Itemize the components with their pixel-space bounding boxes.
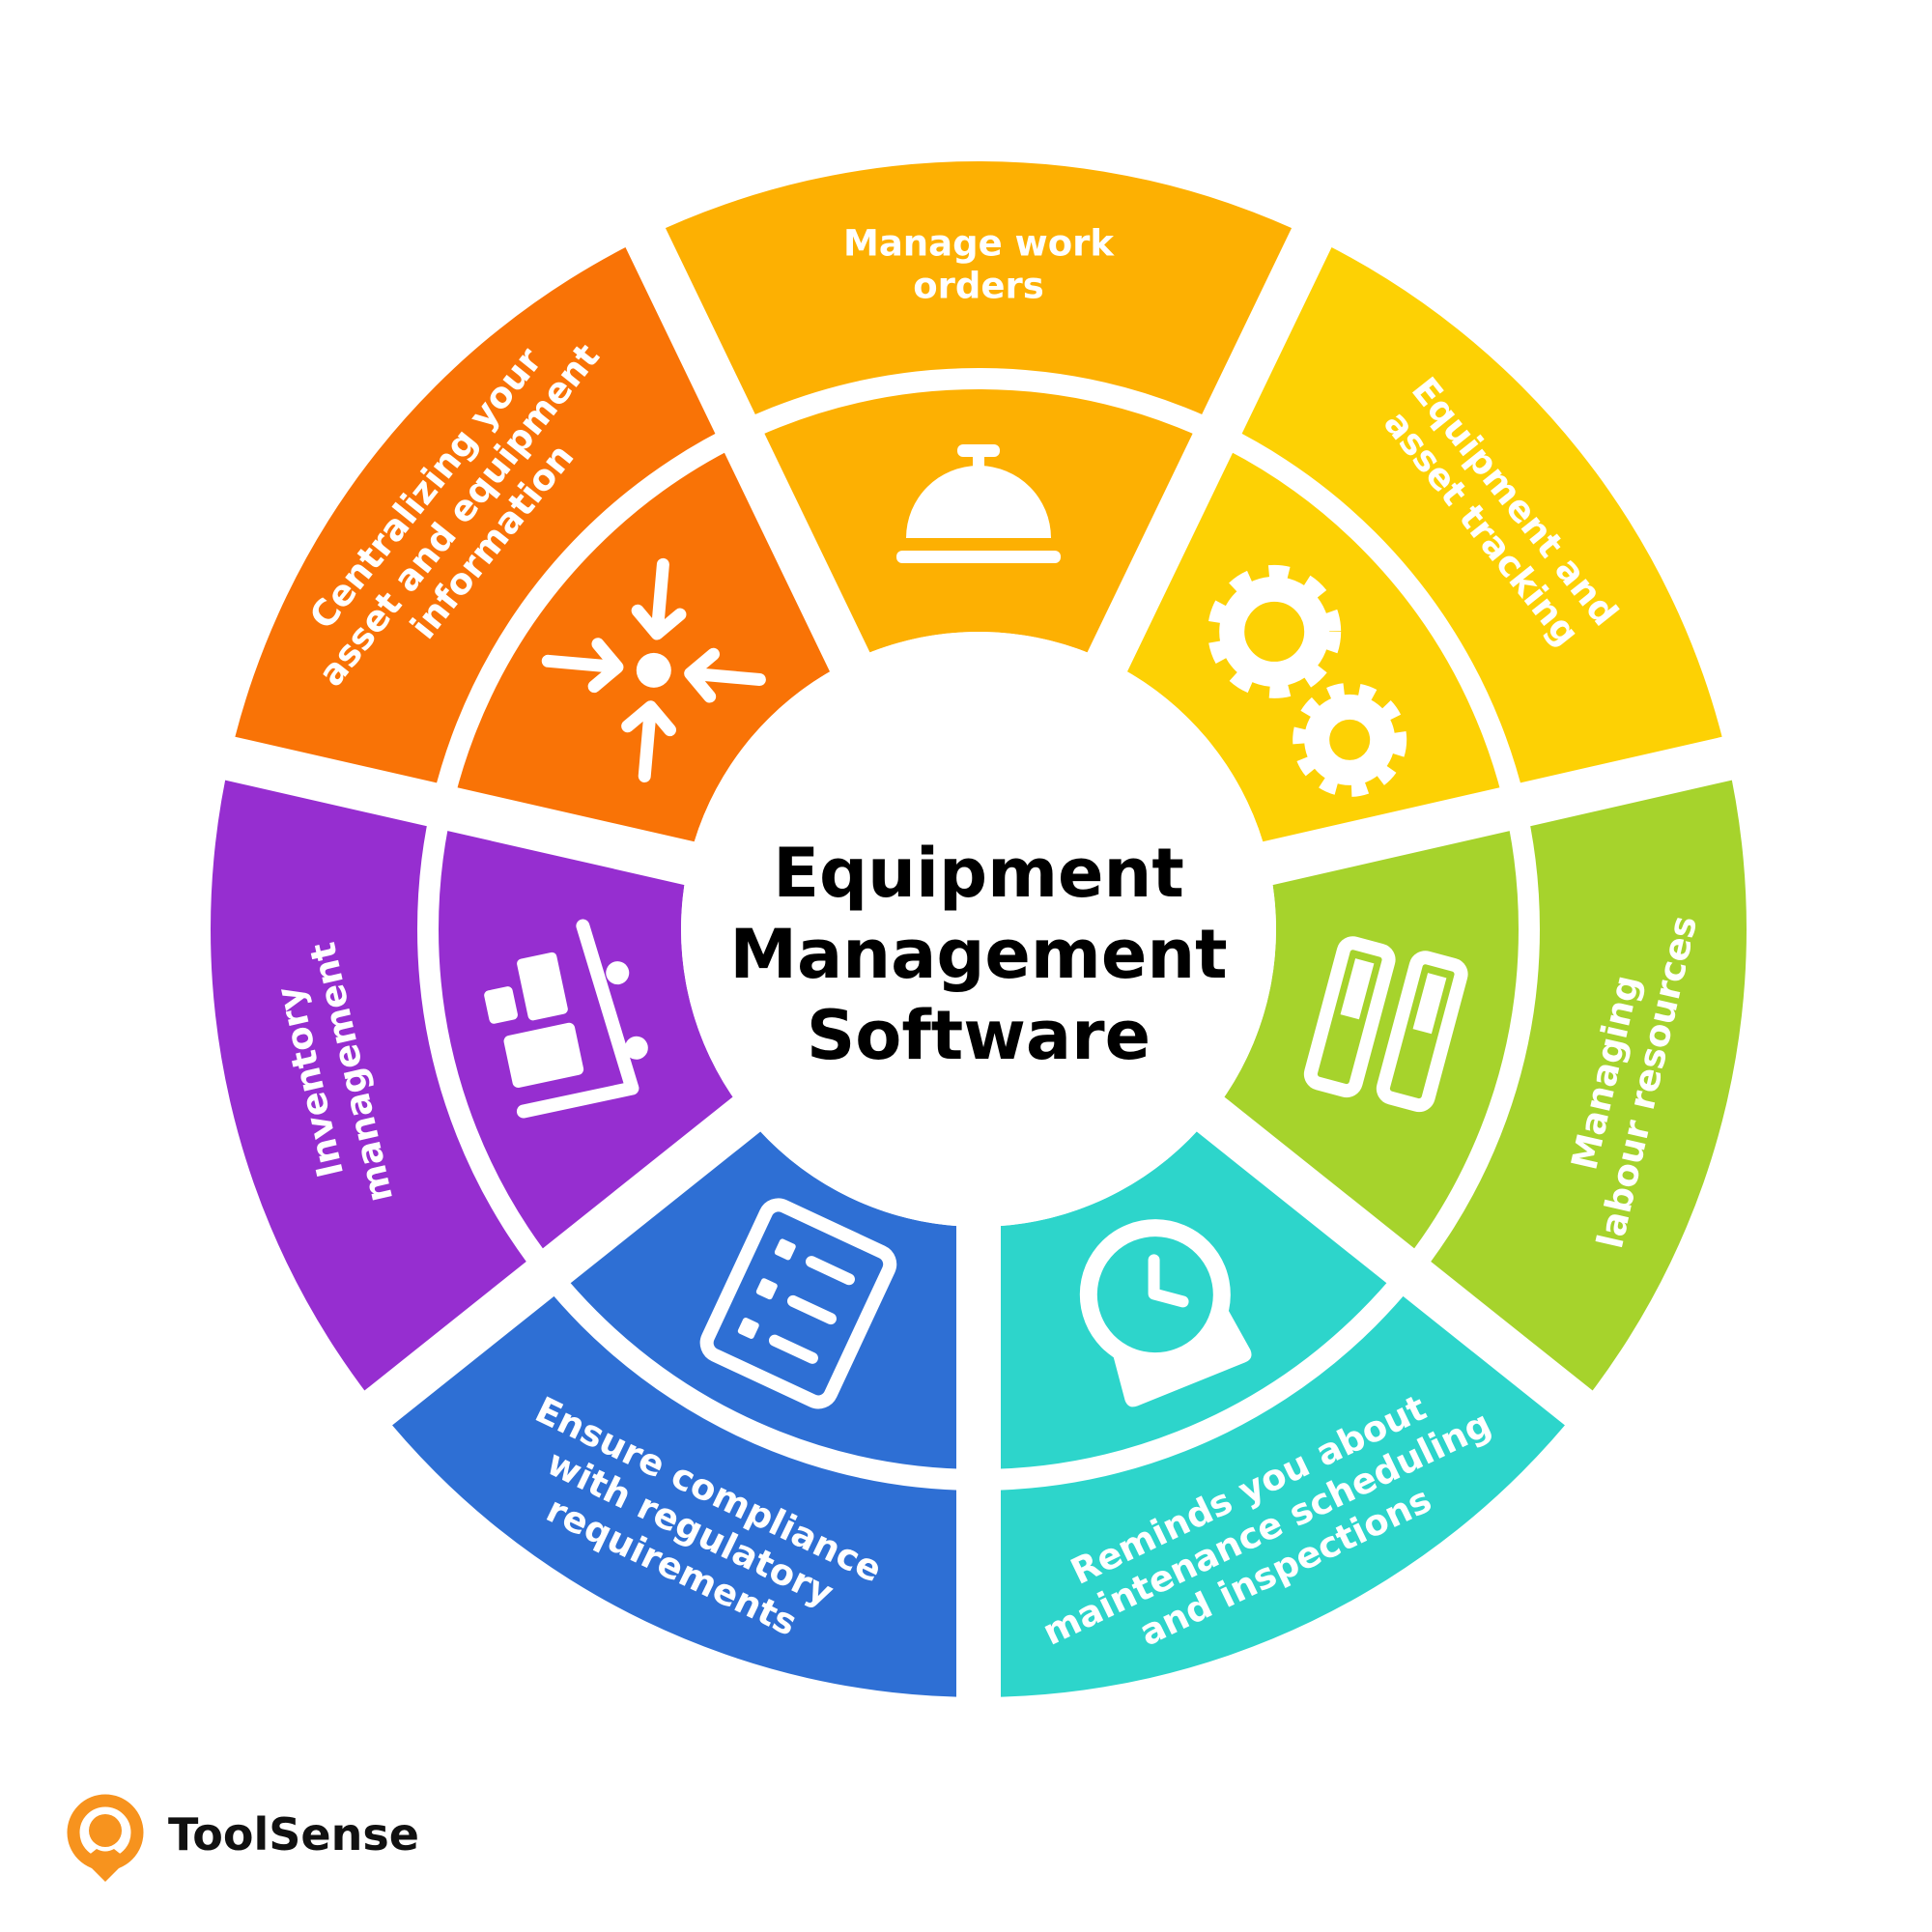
checklist-icon <box>699 1198 897 1409</box>
center-circle <box>681 632 1276 1227</box>
location-pin-icon <box>67 1794 144 1882</box>
segment-divider <box>206 732 713 890</box>
segment-label-line: Manage work <box>843 223 1115 265</box>
segment-labour-resources <box>1210 758 1747 1408</box>
segment-divider <box>1181 1085 1608 1438</box>
bell-icon <box>896 444 1061 563</box>
gears-icon <box>1208 564 1407 797</box>
title-line: Management <box>729 915 1227 994</box>
clock-icon <box>1079 1219 1252 1407</box>
tags-icon <box>1303 936 1468 1113</box>
segment-asset-tracking <box>1107 237 1728 864</box>
toolsense-logo: ToolSense <box>67 1794 419 1882</box>
center-title: Equipment Management Software <box>729 834 1227 1075</box>
segment-inventory <box>211 758 747 1408</box>
segment-compliance <box>378 1115 979 1697</box>
title-line: Software <box>807 996 1151 1075</box>
segment-label-line: orders <box>913 266 1044 307</box>
hand-truck-icon <box>484 919 648 1119</box>
segment-divider <box>616 210 878 689</box>
logo-text: ToolSense <box>168 1808 419 1861</box>
segment-divider <box>1244 732 1751 890</box>
converge-arrows-icon <box>541 557 766 782</box>
segment-centralizing <box>229 237 850 864</box>
segment-divider <box>349 1085 776 1438</box>
ring-divider <box>417 368 1540 1491</box>
title-line: Equipment <box>773 834 1184 913</box>
segment-divider <box>1079 210 1341 689</box>
